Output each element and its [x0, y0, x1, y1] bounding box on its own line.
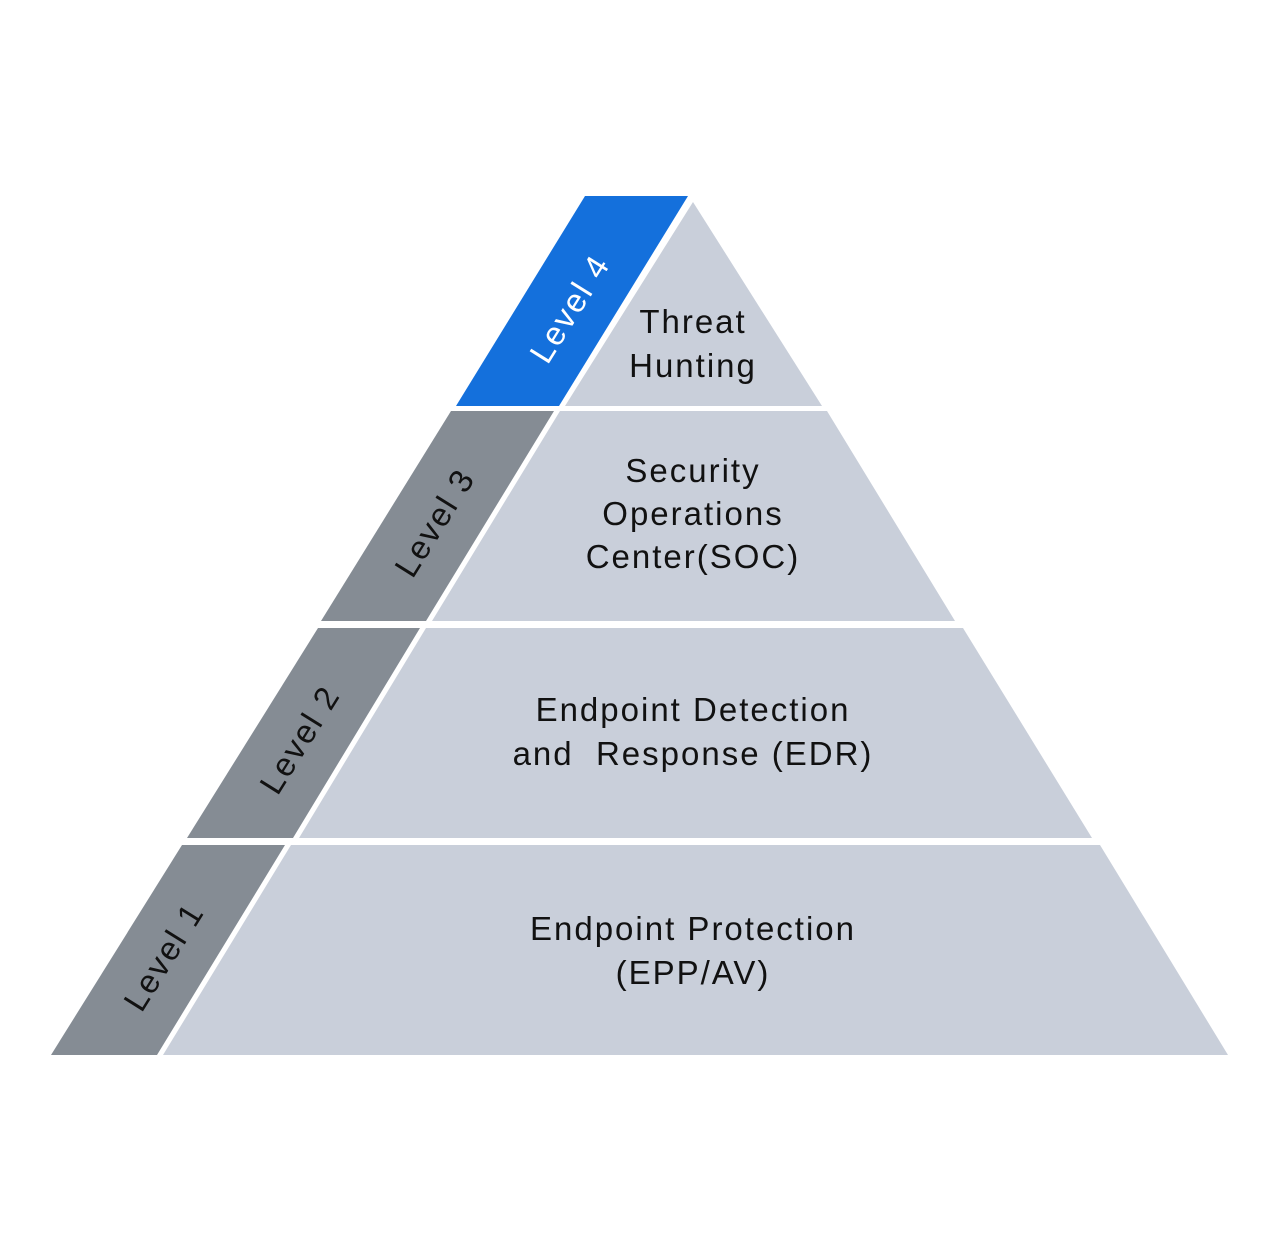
tier-level-1: Level 1 Endpoint Protection (EPP/AV)	[51, 845, 1228, 1055]
level-2-title-line-1: Endpoint Detection	[536, 691, 851, 728]
level-3-title-line-3: Center(SOC)	[586, 538, 801, 575]
level-4-tier	[565, 202, 822, 406]
tier-level-4: Level 4 Threat Hunting	[456, 196, 822, 406]
level-3-tier	[432, 411, 955, 621]
level-3-title-line-2: Operations	[602, 495, 783, 532]
level-4-band	[456, 196, 688, 406]
level-1-band	[51, 845, 285, 1055]
level-4-title-line-1: Threat	[639, 303, 746, 340]
level-2-band	[187, 628, 420, 838]
level-3-title-line-1: Security	[625, 452, 760, 489]
level-2-tier	[299, 628, 1092, 838]
level-4-title-line-2: Hunting	[629, 347, 757, 384]
tier-level-3: Level 3 Security Operations Center(SOC)	[321, 411, 955, 621]
level-2-title-line-2: and Response (EDR)	[513, 735, 874, 772]
level-1-tier	[163, 845, 1228, 1055]
level-1-title-line-1: Endpoint Protection	[530, 910, 856, 947]
level-3-band	[321, 411, 554, 621]
level-1-title-line-2: (EPP/AV)	[616, 954, 771, 991]
tier-level-2: Level 2 Endpoint Detection and Response …	[187, 628, 1092, 838]
